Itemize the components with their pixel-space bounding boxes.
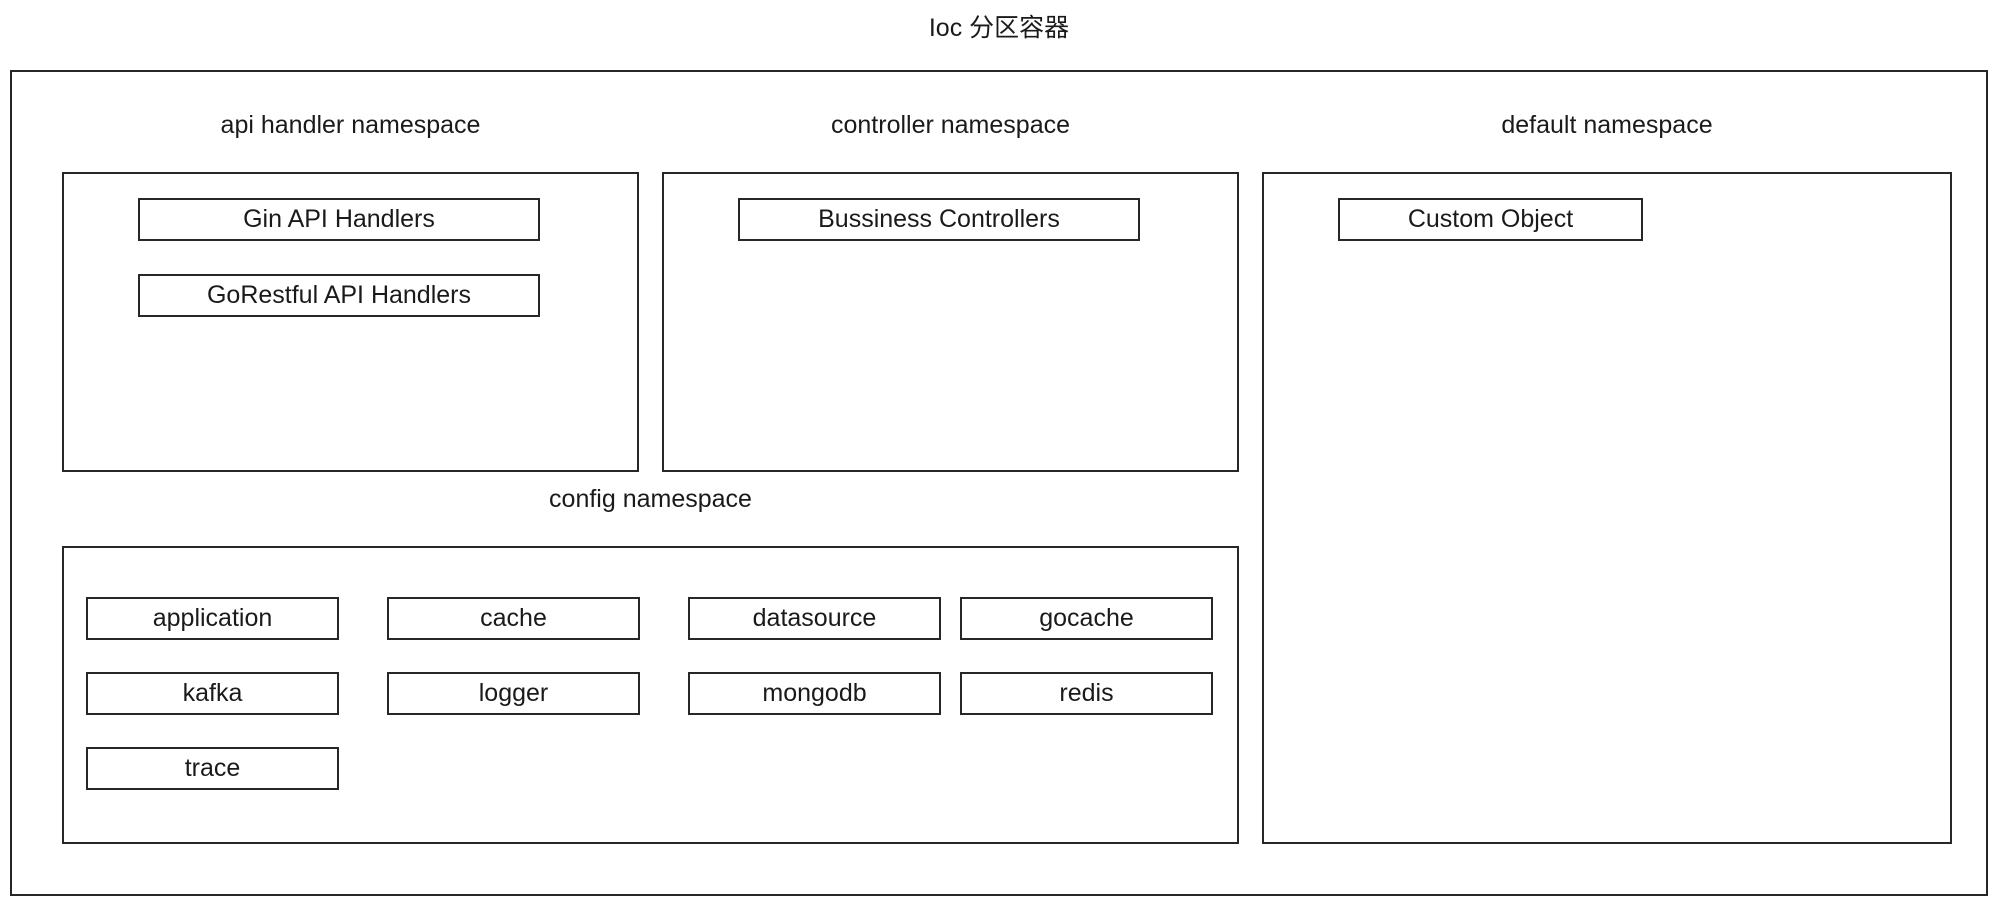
controller-namespace-label: controller namespace (830, 111, 1070, 139)
default-namespace-label: default namespace (1501, 111, 1713, 139)
item-datasource[interactable]: datasource (688, 597, 941, 640)
default-namespace-panel (1262, 172, 1952, 844)
item-logger[interactable]: logger (387, 672, 640, 715)
item-cache[interactable]: cache (387, 597, 640, 640)
item-gorestful-api-handlers[interactable]: GoRestful API Handlers (138, 274, 540, 317)
item-application[interactable]: application (86, 597, 339, 640)
diagram-title: Ioc 分区容器 (928, 14, 1070, 42)
item-gin-api-handlers[interactable]: Gin API Handlers (138, 198, 540, 241)
item-kafka[interactable]: kafka (86, 672, 339, 715)
item-custom-object[interactable]: Custom Object (1338, 198, 1643, 241)
item-gocache[interactable]: gocache (960, 597, 1213, 640)
item-trace[interactable]: trace (86, 747, 339, 790)
item-mongodb[interactable]: mongodb (688, 672, 941, 715)
api-handler-namespace-label: api handler namespace (220, 111, 481, 139)
item-redis[interactable]: redis (960, 672, 1213, 715)
config-namespace-label: config namespace (549, 485, 752, 513)
item-bussiness-controllers[interactable]: Bussiness Controllers (738, 198, 1140, 241)
